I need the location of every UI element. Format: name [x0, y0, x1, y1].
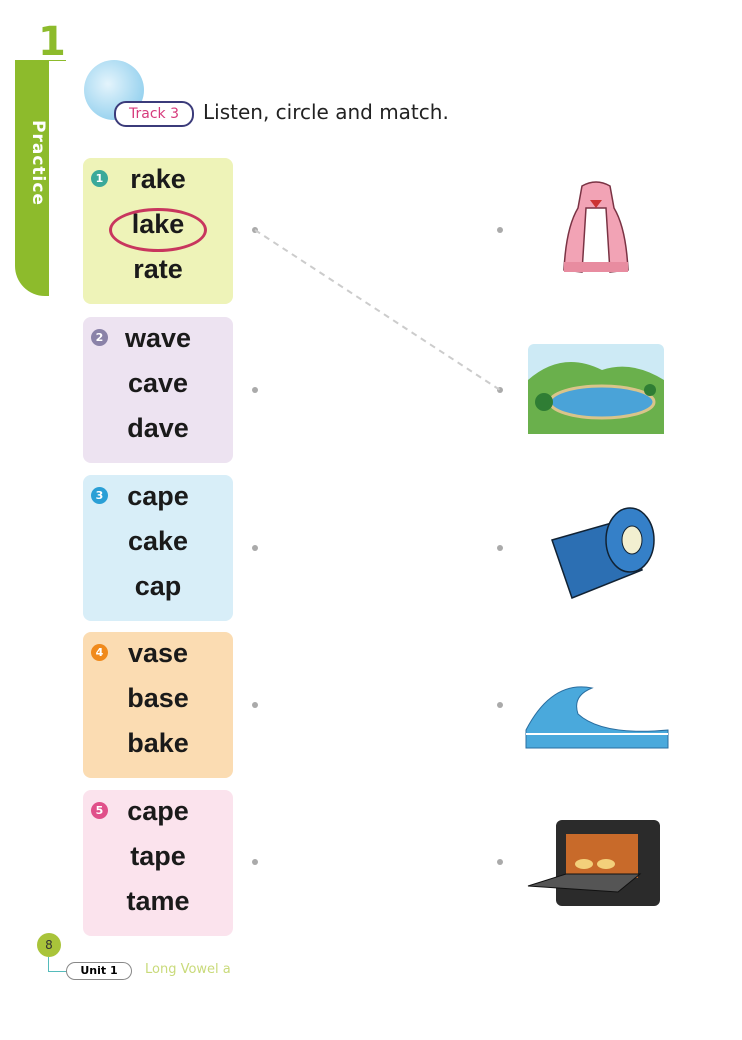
word-option[interactable]: base — [127, 683, 189, 713]
cape-picture[interactable] — [522, 178, 670, 278]
wave-picture[interactable] — [522, 670, 670, 770]
word-option[interactable]: tame — [126, 886, 190, 916]
tape-picture[interactable] — [522, 500, 670, 600]
page-number: 8 — [37, 933, 61, 957]
picture-match-dot[interactable] — [497, 387, 503, 393]
word-option[interactable]: cape — [127, 481, 189, 511]
word-option[interactable]: rate — [133, 254, 183, 284]
word-option[interactable]: cape — [127, 796, 189, 826]
match-line — [254, 229, 501, 391]
answer-circle — [109, 208, 207, 252]
word-box: 4 vase base bake — [83, 632, 233, 778]
word-option[interactable]: tape — [130, 841, 186, 871]
instruction: Listen, circle and match. — [203, 100, 449, 124]
item-number-badge: 5 — [91, 802, 108, 819]
track-label[interactable]: Track 3 — [114, 101, 194, 127]
section-tab-label: Practice — [28, 120, 48, 206]
lake-picture[interactable] — [522, 340, 670, 440]
item-number-badge: 1 — [91, 170, 108, 187]
picture-match-dot[interactable] — [497, 702, 503, 708]
word-match-dot[interactable] — [252, 702, 258, 708]
word-option[interactable]: bake — [127, 728, 189, 758]
word-box: 5 cape tape tame — [83, 790, 233, 936]
divider — [48, 60, 66, 61]
word-box: 2 wave cave dave — [83, 317, 233, 463]
word-option[interactable]: dave — [127, 413, 189, 443]
oven-picture[interactable] — [522, 812, 670, 912]
word-match-dot[interactable] — [252, 545, 258, 551]
word-match-dot[interactable] — [252, 387, 258, 393]
word-option[interactable]: rake — [130, 164, 186, 194]
picture-match-dot[interactable] — [497, 545, 503, 551]
picture-match-dot[interactable] — [497, 859, 503, 865]
section-tab — [15, 60, 49, 296]
unit-label: Unit 1 — [66, 962, 132, 980]
footer-connector — [48, 957, 67, 972]
word-match-dot[interactable] — [252, 859, 258, 865]
word-option[interactable]: wave — [124, 323, 192, 353]
item-number-badge: 4 — [91, 644, 108, 661]
word-option[interactable]: cave — [127, 368, 189, 398]
word-option[interactable]: vase — [127, 638, 189, 668]
unit-number: 1 — [38, 19, 66, 65]
item-number-badge: 3 — [91, 487, 108, 504]
unit-topic: Long Vowel a — [145, 962, 231, 977]
word-option[interactable]: cake — [127, 526, 189, 556]
picture-match-dot[interactable] — [497, 227, 503, 233]
word-option[interactable]: cap — [134, 571, 182, 601]
item-number-badge: 2 — [91, 329, 108, 346]
word-box: 3 cape cake cap — [83, 475, 233, 621]
